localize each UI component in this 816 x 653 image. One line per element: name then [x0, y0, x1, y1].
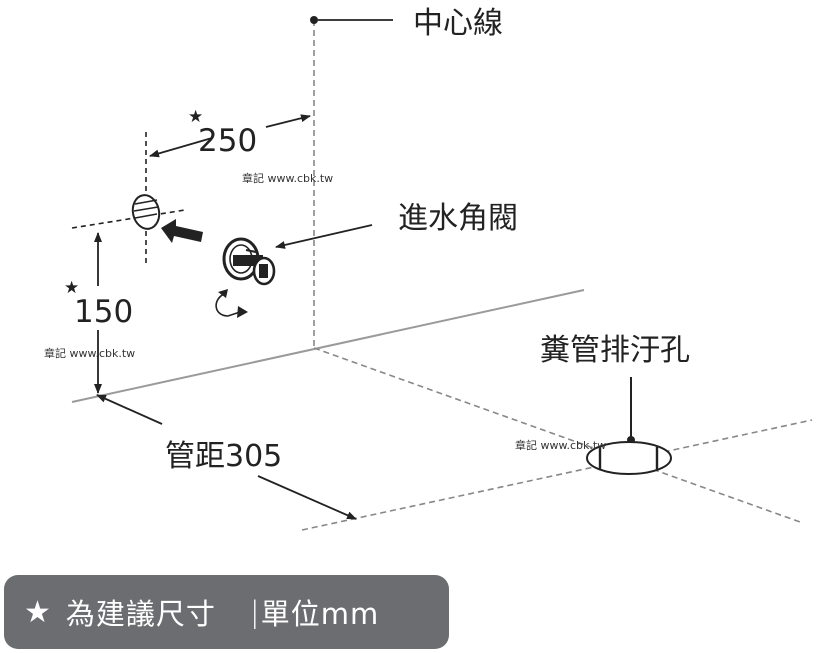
dim-250-arrow-left	[149, 137, 213, 158]
rotate-arrow-tail	[218, 289, 228, 298]
valve-leader	[275, 224, 373, 249]
floor-dashed-right	[313, 347, 801, 523]
drain-hole-icon	[586, 441, 672, 475]
dim-250-label: 250	[198, 123, 257, 159]
dim-250-star: ★	[188, 107, 203, 127]
pipe-distance-arrow-left	[96, 394, 163, 425]
legend-star-icon: ★	[24, 594, 52, 630]
outlet-horizontal-ref	[71, 209, 186, 229]
dim-150-label: 150	[74, 294, 133, 330]
valve-label: 進水角閥	[398, 201, 518, 236]
pipe-distance-arrow-right	[257, 475, 357, 520]
centerline-label: 中心線	[413, 6, 503, 41]
angle-valve-icon	[222, 237, 276, 286]
watermark-right: 章記 www.cbk.tw	[515, 438, 606, 452]
legend-separator: |	[249, 595, 261, 629]
insert-arrow-icon	[161, 219, 203, 243]
watermark-left: 章記 www.cbk.tw	[44, 346, 135, 360]
floor-dashed-bottom	[301, 419, 813, 531]
dim-150-star: ★	[64, 278, 79, 298]
legend-text: 為建議尺寸	[65, 597, 216, 631]
dim-250-arrow-right	[265, 114, 311, 128]
legend-unit: 單位mm	[260, 597, 380, 631]
rotate-arrow-icon	[215, 293, 241, 317]
wall-outlet-icon	[131, 194, 161, 230]
rotate-arrow-head	[237, 306, 248, 318]
wall-floor-line	[71, 289, 585, 403]
watermark-top: 章記 www.cbk.tw	[242, 171, 333, 185]
pipe-distance-label: 管距305	[165, 439, 282, 474]
centerline-dot	[310, 16, 318, 24]
legend-box: ★ 為建議尺寸 | 單位mm	[4, 575, 449, 649]
drain-hole-label: 糞管排汙孔	[540, 333, 690, 368]
